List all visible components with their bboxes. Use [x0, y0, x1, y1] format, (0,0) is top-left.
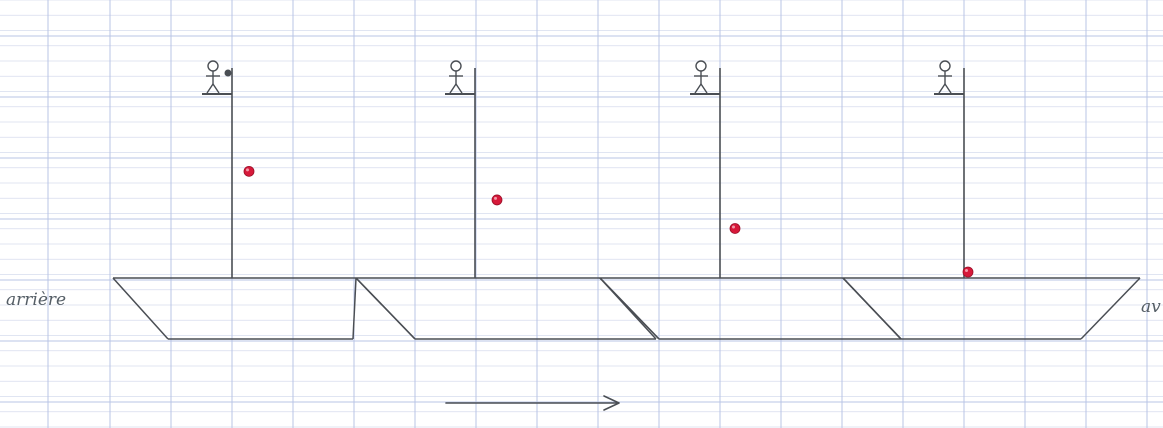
hull-side — [356, 278, 415, 339]
falling-ball — [963, 267, 973, 277]
hull-side — [600, 278, 659, 339]
ball-highlight — [965, 269, 968, 272]
boat-frame — [843, 61, 1140, 339]
figure-head — [696, 61, 706, 71]
stick-figure-icon — [938, 61, 952, 93]
label-arriere: arrière — [6, 290, 66, 310]
figure-head — [451, 61, 461, 71]
falling-ball — [730, 223, 740, 233]
falling-ball — [492, 195, 502, 205]
figure-head — [940, 61, 950, 71]
boat-sequence — [113, 61, 1140, 339]
stick-figure-icon — [449, 61, 463, 93]
hull-cross — [356, 278, 415, 339]
hull-cross — [843, 278, 901, 339]
stick-figure-icon — [694, 61, 708, 93]
hull-side — [843, 278, 901, 339]
hull-side — [1081, 278, 1140, 339]
hull-side — [113, 278, 168, 339]
stick-figure-icon — [206, 61, 220, 93]
held-ball-icon — [225, 70, 232, 77]
figure-head — [208, 61, 218, 71]
boat-frame — [600, 61, 901, 339]
boat-frame — [356, 61, 656, 339]
label-avant: av — [1141, 297, 1161, 317]
arrow-right-icon — [446, 396, 619, 410]
falling-ball — [244, 166, 254, 176]
boat-frame — [113, 61, 356, 339]
hull-cross — [600, 278, 659, 339]
ball-highlight — [246, 168, 249, 171]
ball-highlight — [732, 225, 735, 228]
ball-highlight — [494, 197, 497, 200]
